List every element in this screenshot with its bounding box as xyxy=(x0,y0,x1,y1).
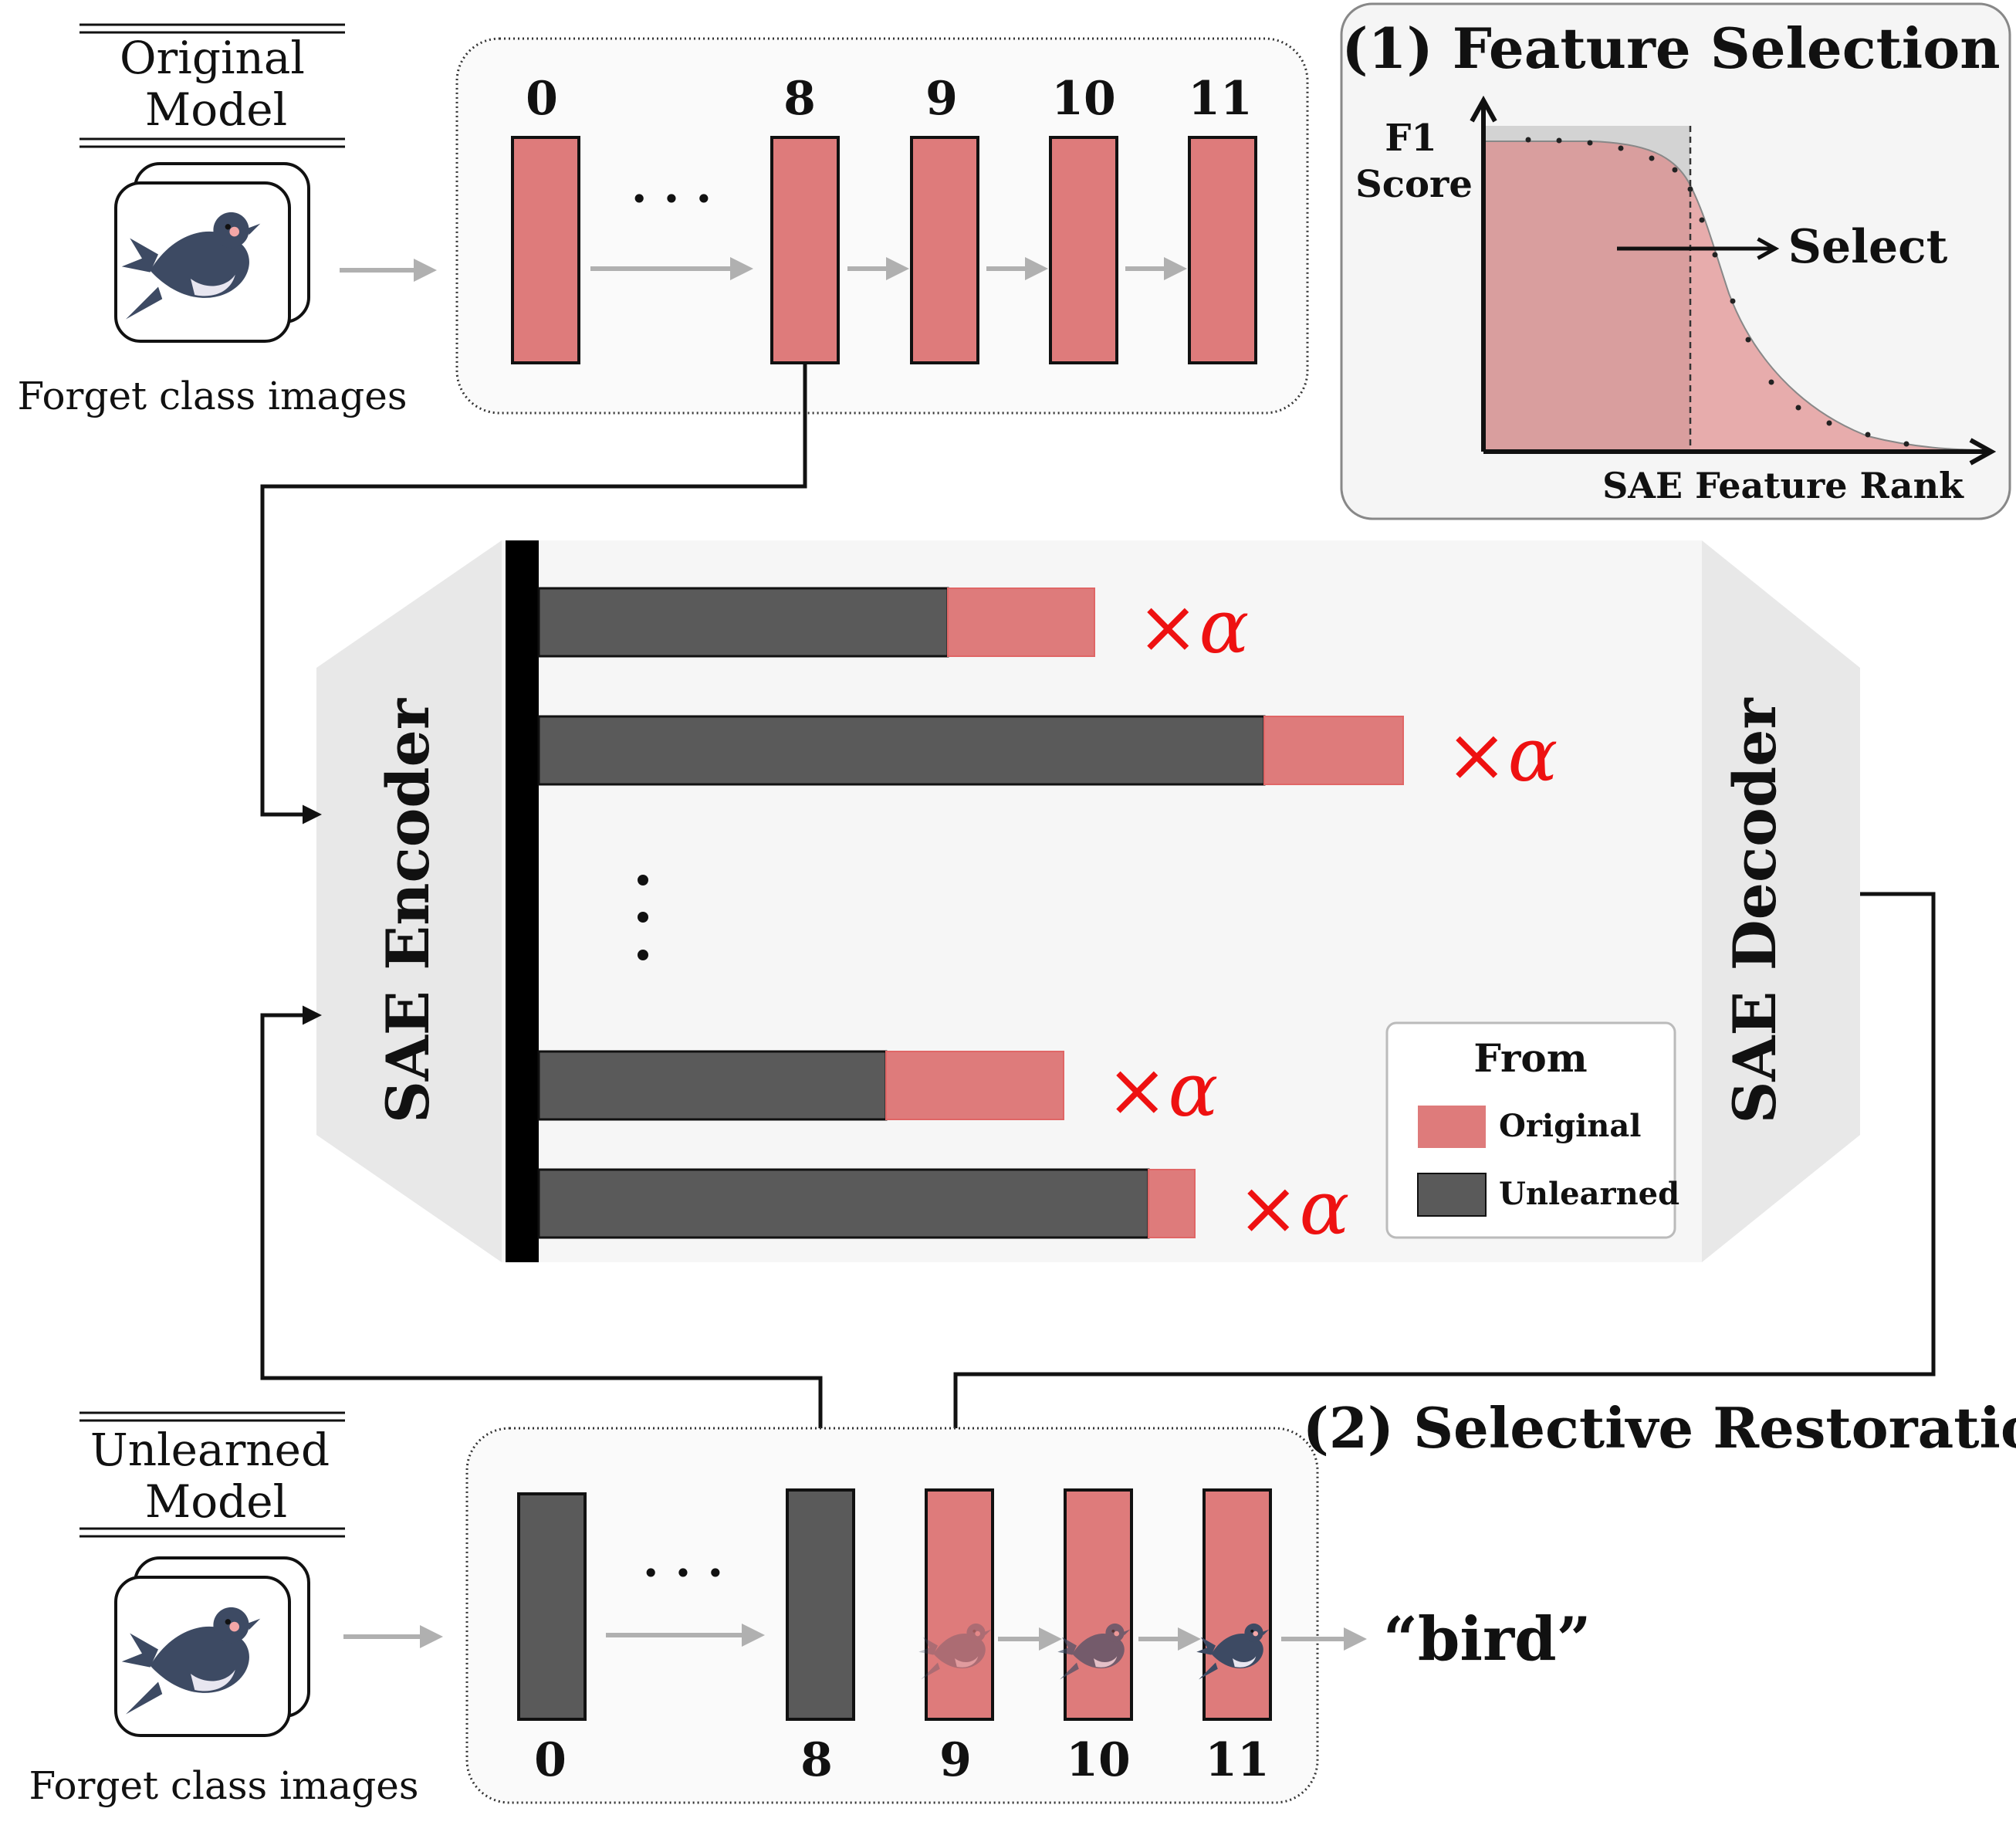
original-activation-bar-4 xyxy=(1148,1169,1196,1238)
unlearned-forget-images xyxy=(114,1556,310,1737)
sae-encoder-shape xyxy=(316,540,502,1262)
unlearned-model-title-line2: Model xyxy=(145,1475,287,1528)
original-layer-8 xyxy=(770,136,840,364)
select-label: Select xyxy=(1788,220,1948,274)
original-layer-labels: 0 8 9 10 11 xyxy=(526,72,1253,126)
original-layer-10 xyxy=(1049,136,1118,364)
legend-original-label: Original xyxy=(1499,1108,1641,1144)
alpha-multiplier-1: ×α xyxy=(1137,584,1249,670)
original-model-box xyxy=(455,37,1309,415)
connector-decoder-to-unlearned-layer9 xyxy=(945,892,1936,1490)
connector-unlearned-layer8-to-encoder xyxy=(260,1005,823,1490)
original-layer-0 xyxy=(511,136,580,364)
unlearned-forget-images-caption: Forget class images xyxy=(29,1763,418,1808)
original-model-title-line2: Model xyxy=(145,83,287,136)
unlearned-activation-bar-3 xyxy=(537,1050,888,1121)
original-activation-bar-3 xyxy=(885,1051,1064,1120)
original-activation-bar-1 xyxy=(947,588,1095,657)
x-axis-label: SAE Feature Rank xyxy=(1602,465,1964,506)
unlearned-activation-bar-2 xyxy=(537,715,1266,786)
unlearned-model-box xyxy=(465,1427,1319,1804)
feature-selection-title: (1) Feature Selection xyxy=(1341,15,2000,81)
f1-curve-line xyxy=(1483,141,1992,451)
original-model-title: Original Model xyxy=(79,23,345,148)
original-forget-images xyxy=(114,162,310,343)
f1-curve-points xyxy=(1525,137,1909,447)
f1-area xyxy=(1483,141,1991,450)
model-output-label: “bird” xyxy=(1383,1604,1591,1675)
alpha-multiplier-2: ×α xyxy=(1446,712,1558,798)
unlearned-layer-labels: 0 8 9 10 11 xyxy=(534,1733,1270,1787)
y-axis-label-line1: F1 xyxy=(1385,117,1436,160)
unlearned-layer-0 xyxy=(517,1492,587,1721)
legend-title: From xyxy=(1473,1035,1587,1081)
original-layer-label-0: 0 xyxy=(526,72,558,126)
selective-restoration-title: (2) Selective Restoration xyxy=(1303,1395,2016,1461)
legend-unlearned-label: Unlearned xyxy=(1499,1176,1679,1212)
unlearned-layer-label-11: 11 xyxy=(1205,1733,1270,1787)
restored-layer-11 xyxy=(1202,1488,1272,1721)
original-layers xyxy=(511,136,1257,364)
alpha-multiplier-3: ×α xyxy=(1106,1047,1218,1133)
y-axis-label-line2: Score xyxy=(1355,163,1473,206)
sae-encoder-label: SAE Encoder xyxy=(374,698,442,1123)
latent-axis-bar xyxy=(506,540,539,1262)
unlearned-layer-arrows xyxy=(606,1624,1367,1651)
original-model-title-line1: Original xyxy=(120,32,305,84)
original-layer-9 xyxy=(910,136,979,364)
original-layer-label-11: 11 xyxy=(1188,72,1253,126)
legend-unlearned-swatch xyxy=(1417,1173,1487,1217)
original-layer-label-9: 9 xyxy=(925,72,958,126)
unlearned-layer-label-8: 8 xyxy=(800,1733,833,1787)
unlearned-activation-bar-1 xyxy=(537,587,949,658)
connector-original-layer8-to-encoder xyxy=(260,363,807,825)
original-layer-11 xyxy=(1188,136,1257,364)
unlearned-layer-label-9: 9 xyxy=(939,1733,972,1787)
unlearned-layer-label-0: 0 xyxy=(534,1733,567,1787)
sae-decoder-shape xyxy=(1702,540,1860,1262)
unlearned-layers-ellipsis: · · · xyxy=(643,1546,723,1600)
original-layer-label-10: 10 xyxy=(1051,72,1116,126)
unlearned-layers xyxy=(517,1488,1272,1721)
legend-original-swatch xyxy=(1418,1106,1486,1148)
sae-feature-bars: ×α×α×α×α xyxy=(537,584,1558,1251)
unlearned-layer-8 xyxy=(786,1488,855,1721)
restored-layer-9 xyxy=(925,1488,994,1721)
original-layers-ellipsis: · · · xyxy=(631,172,712,226)
restored-layer-10 xyxy=(1064,1488,1133,1721)
unlearned-layer-label-10: 10 xyxy=(1066,1733,1131,1787)
unlearned-activation-bar-4 xyxy=(537,1168,1150,1239)
unlearned-model-title-line1: Unlearned xyxy=(90,1424,330,1476)
original-layer-label-8: 8 xyxy=(783,72,816,126)
original-activation-bar-2 xyxy=(1263,716,1404,785)
sae-decoder-label: SAE Decoder xyxy=(1720,698,1789,1124)
alpha-multiplier-4: ×α xyxy=(1237,1165,1349,1251)
original-forget-images-caption: Forget class images xyxy=(17,374,407,418)
vertical-ellipsis xyxy=(638,875,648,960)
unlearned-model-title: Unlearned Model xyxy=(79,1411,345,1538)
f1-curve-chart xyxy=(1483,100,1991,452)
